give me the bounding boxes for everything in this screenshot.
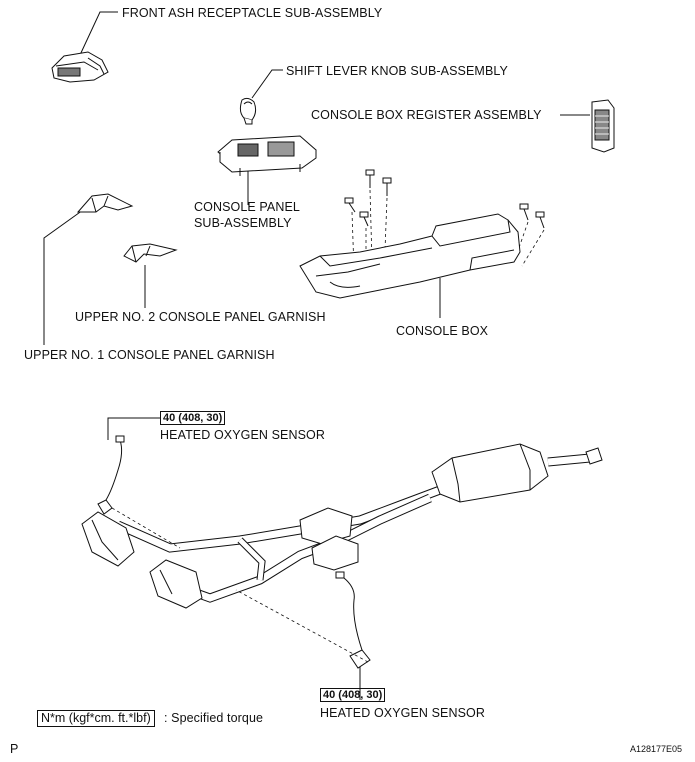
front-catalytic-converter	[81, 511, 135, 567]
torque-box-top: 40 (408, 30)	[160, 411, 226, 425]
legend-unit-box: N*m (kgf*cm. ft.*lbf)	[37, 710, 155, 727]
torque-box-bottom: 40 (408, 30)	[320, 688, 386, 702]
console-panel-illustration	[217, 135, 317, 176]
label-front-ash-receptacle: FRONT ASH RECEPTACLE SUB-ASSEMBLY	[122, 6, 383, 20]
leader-shift-knob	[251, 69, 283, 99]
label-console-panel-line1: CONSOLE PANEL	[194, 200, 300, 214]
console-register-illustration	[591, 99, 615, 153]
label-console-box: CONSOLE BOX	[396, 324, 489, 338]
leader-front-ash	[79, 11, 118, 56]
muffler	[431, 443, 549, 503]
tail-pipe-tip	[585, 447, 603, 465]
screws-illustration	[344, 169, 545, 229]
exhaust-system-illustration	[81, 435, 603, 669]
shift-knob-illustration	[239, 97, 257, 125]
corner-letter: P	[10, 742, 19, 756]
label-sensor-bottom: HEATED OXYGEN SENSOR	[320, 706, 485, 720]
bottom-oxygen-sensor	[335, 571, 371, 669]
label-sensor-top: HEATED OXYGEN SENSOR	[160, 428, 325, 442]
legend-text: : Specified torque	[164, 711, 264, 725]
leader-upper-no1	[43, 204, 91, 345]
mid-converter-lower	[311, 535, 359, 571]
label-console-box-register: CONSOLE BOX REGISTER ASSEMBLY	[311, 108, 542, 122]
console-box-illustration	[299, 213, 521, 299]
mid-converter-upper	[299, 507, 353, 545]
figure-code: A128177E05	[630, 744, 683, 754]
label-shift-lever-knob: SHIFT LEVER KNOB SUB-ASSEMBLY	[286, 64, 508, 78]
upper-no1-garnish-illustration	[76, 193, 134, 213]
label-upper-no2-garnish: UPPER NO. 2 CONSOLE PANEL GARNISH	[75, 310, 326, 324]
top-oxygen-sensor	[97, 435, 125, 515]
sensor-dash-lines	[111, 507, 369, 663]
label-console-panel-line2: SUB-ASSEMBLY	[194, 216, 292, 230]
front-ash-receptacle-illustration	[51, 51, 109, 83]
leader-sensor-top	[107, 417, 160, 440]
rear-catalytic-converter-lower	[149, 559, 203, 609]
upper-no2-garnish-illustration	[123, 243, 178, 263]
label-upper-no1-garnish: UPPER NO. 1 CONSOLE PANEL GARNISH	[24, 348, 275, 362]
